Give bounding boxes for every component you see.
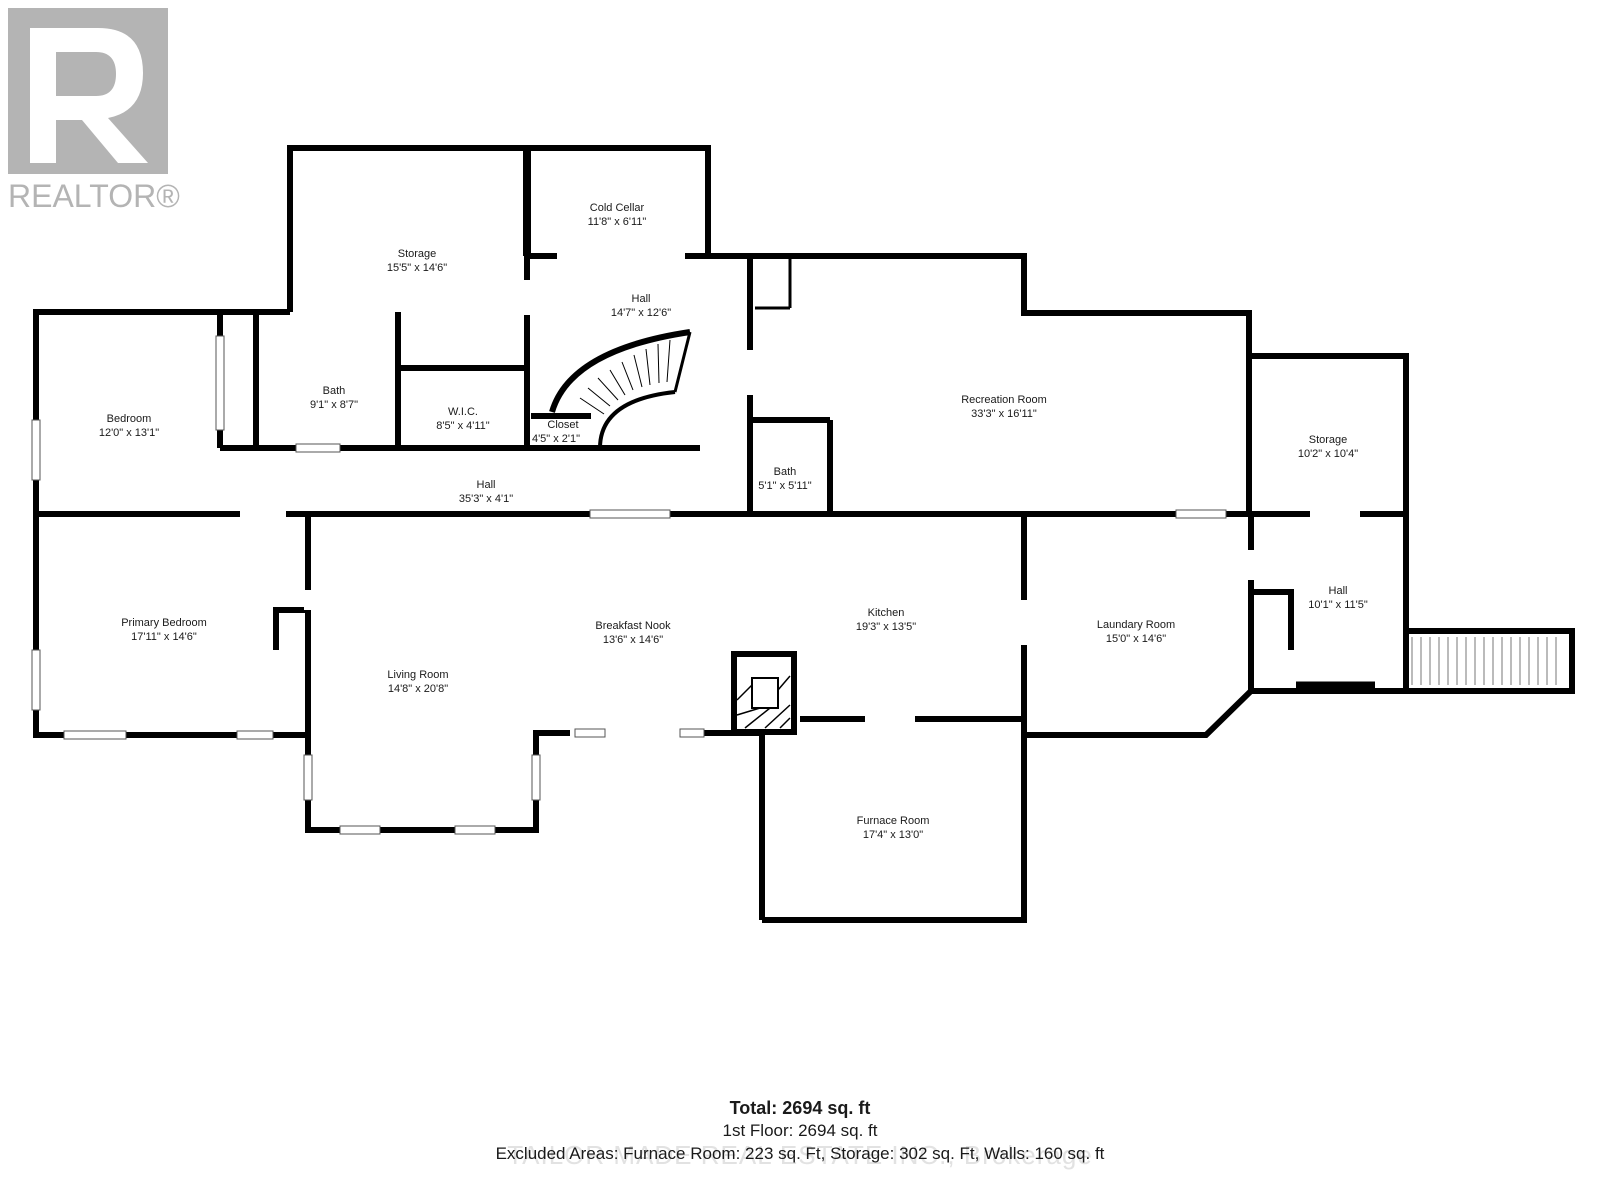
summary-floor: 1st Floor: 2694 sq. ft	[722, 1121, 878, 1140]
label-kitchen-name: Kitchen	[868, 607, 905, 619]
label-wic-name: W.I.C.	[448, 406, 478, 418]
label-breakfast-nook-name: Breakfast Nook	[595, 620, 671, 632]
label-primary-bedroom-dim: 17'11" x 14'6"	[131, 631, 197, 643]
realtor-logo	[8, 8, 168, 174]
label-bath-left-dim: 9'1" x 8'7"	[310, 399, 358, 411]
windows	[31, 335, 1227, 835]
staircase-curved	[549, 329, 692, 449]
label-cold-cellar-dim: 11'8" x 6'11"	[588, 216, 647, 228]
label-storage-top-dim: 15'5" x 14'6"	[387, 262, 447, 274]
label-hall-top-dim: 14'7" x 12'6"	[611, 307, 671, 319]
label-primary-bedroom-name: Primary Bedroom	[121, 617, 207, 629]
realtor-wordmark: REALTOR®	[8, 178, 180, 214]
label-storage-right-name: Storage	[1309, 434, 1348, 446]
label-laundry-dim: 15'0" x 14'6"	[1106, 633, 1166, 645]
label-closet-name: Closet	[547, 419, 578, 431]
label-bath-small-name: Bath	[774, 466, 797, 478]
label-breakfast-nook-dim: 13'6" x 14'6"	[603, 634, 663, 646]
label-hall-right-name: Hall	[1329, 585, 1348, 597]
label-bedroom-name: Bedroom	[107, 413, 152, 425]
label-cold-cellar-name: Cold Cellar	[590, 202, 645, 214]
walls	[33, 145, 1575, 923]
label-hall-top-name: Hall	[632, 293, 651, 305]
label-storage-right-dim: 10'2" x 10'4"	[1298, 448, 1358, 460]
summary-total: Total: 2694 sq. ft	[729, 1098, 871, 1118]
doors	[216, 252, 1360, 645]
label-kitchen-dim: 19'3" x 13'5"	[856, 621, 916, 633]
label-hall-right-dim: 10'1" x 11'5"	[1308, 599, 1368, 611]
label-wic-dim: 8'5" x 4'11"	[436, 420, 489, 432]
label-laundry-name: Laundary Room	[1097, 619, 1175, 631]
label-bath-left-name: Bath	[323, 385, 346, 397]
label-bath-small-dim: 5'1" x 5'11"	[758, 480, 811, 492]
label-hall-long-name: Hall	[477, 479, 496, 491]
label-furnace-room-name: Furnace Room	[857, 815, 930, 827]
staircase-straight	[1411, 637, 1557, 685]
closet-wall	[531, 413, 591, 419]
label-furnace-room-dim: 17'4" x 13'0"	[863, 829, 923, 841]
summary-excluded: Excluded Areas: Furnace Room: 223 sq. Ft…	[495, 1144, 1105, 1163]
label-living-room-name: Living Room	[387, 669, 448, 681]
label-living-room-dim: 14'8" x 20'8"	[388, 683, 448, 695]
label-hall-long-dim: 35'3" x 4'1"	[459, 493, 513, 505]
label-closet-dim: 4'5" x 2'1"	[532, 433, 580, 445]
label-recreation-name: Recreation Room	[961, 394, 1047, 406]
label-storage-top-name: Storage	[398, 248, 437, 260]
fireplace	[731, 651, 797, 735]
label-bedroom-dim: 12'0" x 13'1"	[99, 427, 159, 439]
room-labels: Cold Cellar 11'8" x 6'11" Storage 15'5" …	[99, 202, 1368, 841]
label-recreation-dim: 33'3" x 16'11"	[971, 408, 1037, 420]
